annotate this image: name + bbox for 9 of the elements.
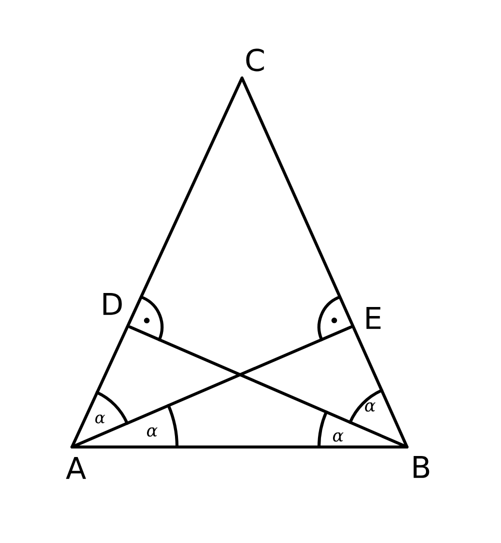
point-label: A [66,457,86,479]
angle-label: α [95,414,106,424]
angle-label: α [364,402,376,412]
point-label: B [414,456,430,478]
point-label: D [103,293,122,315]
angle-label: α [332,432,344,442]
point-label: C [246,48,264,72]
angle-label: α [146,427,158,437]
point-label: E [366,307,381,329]
